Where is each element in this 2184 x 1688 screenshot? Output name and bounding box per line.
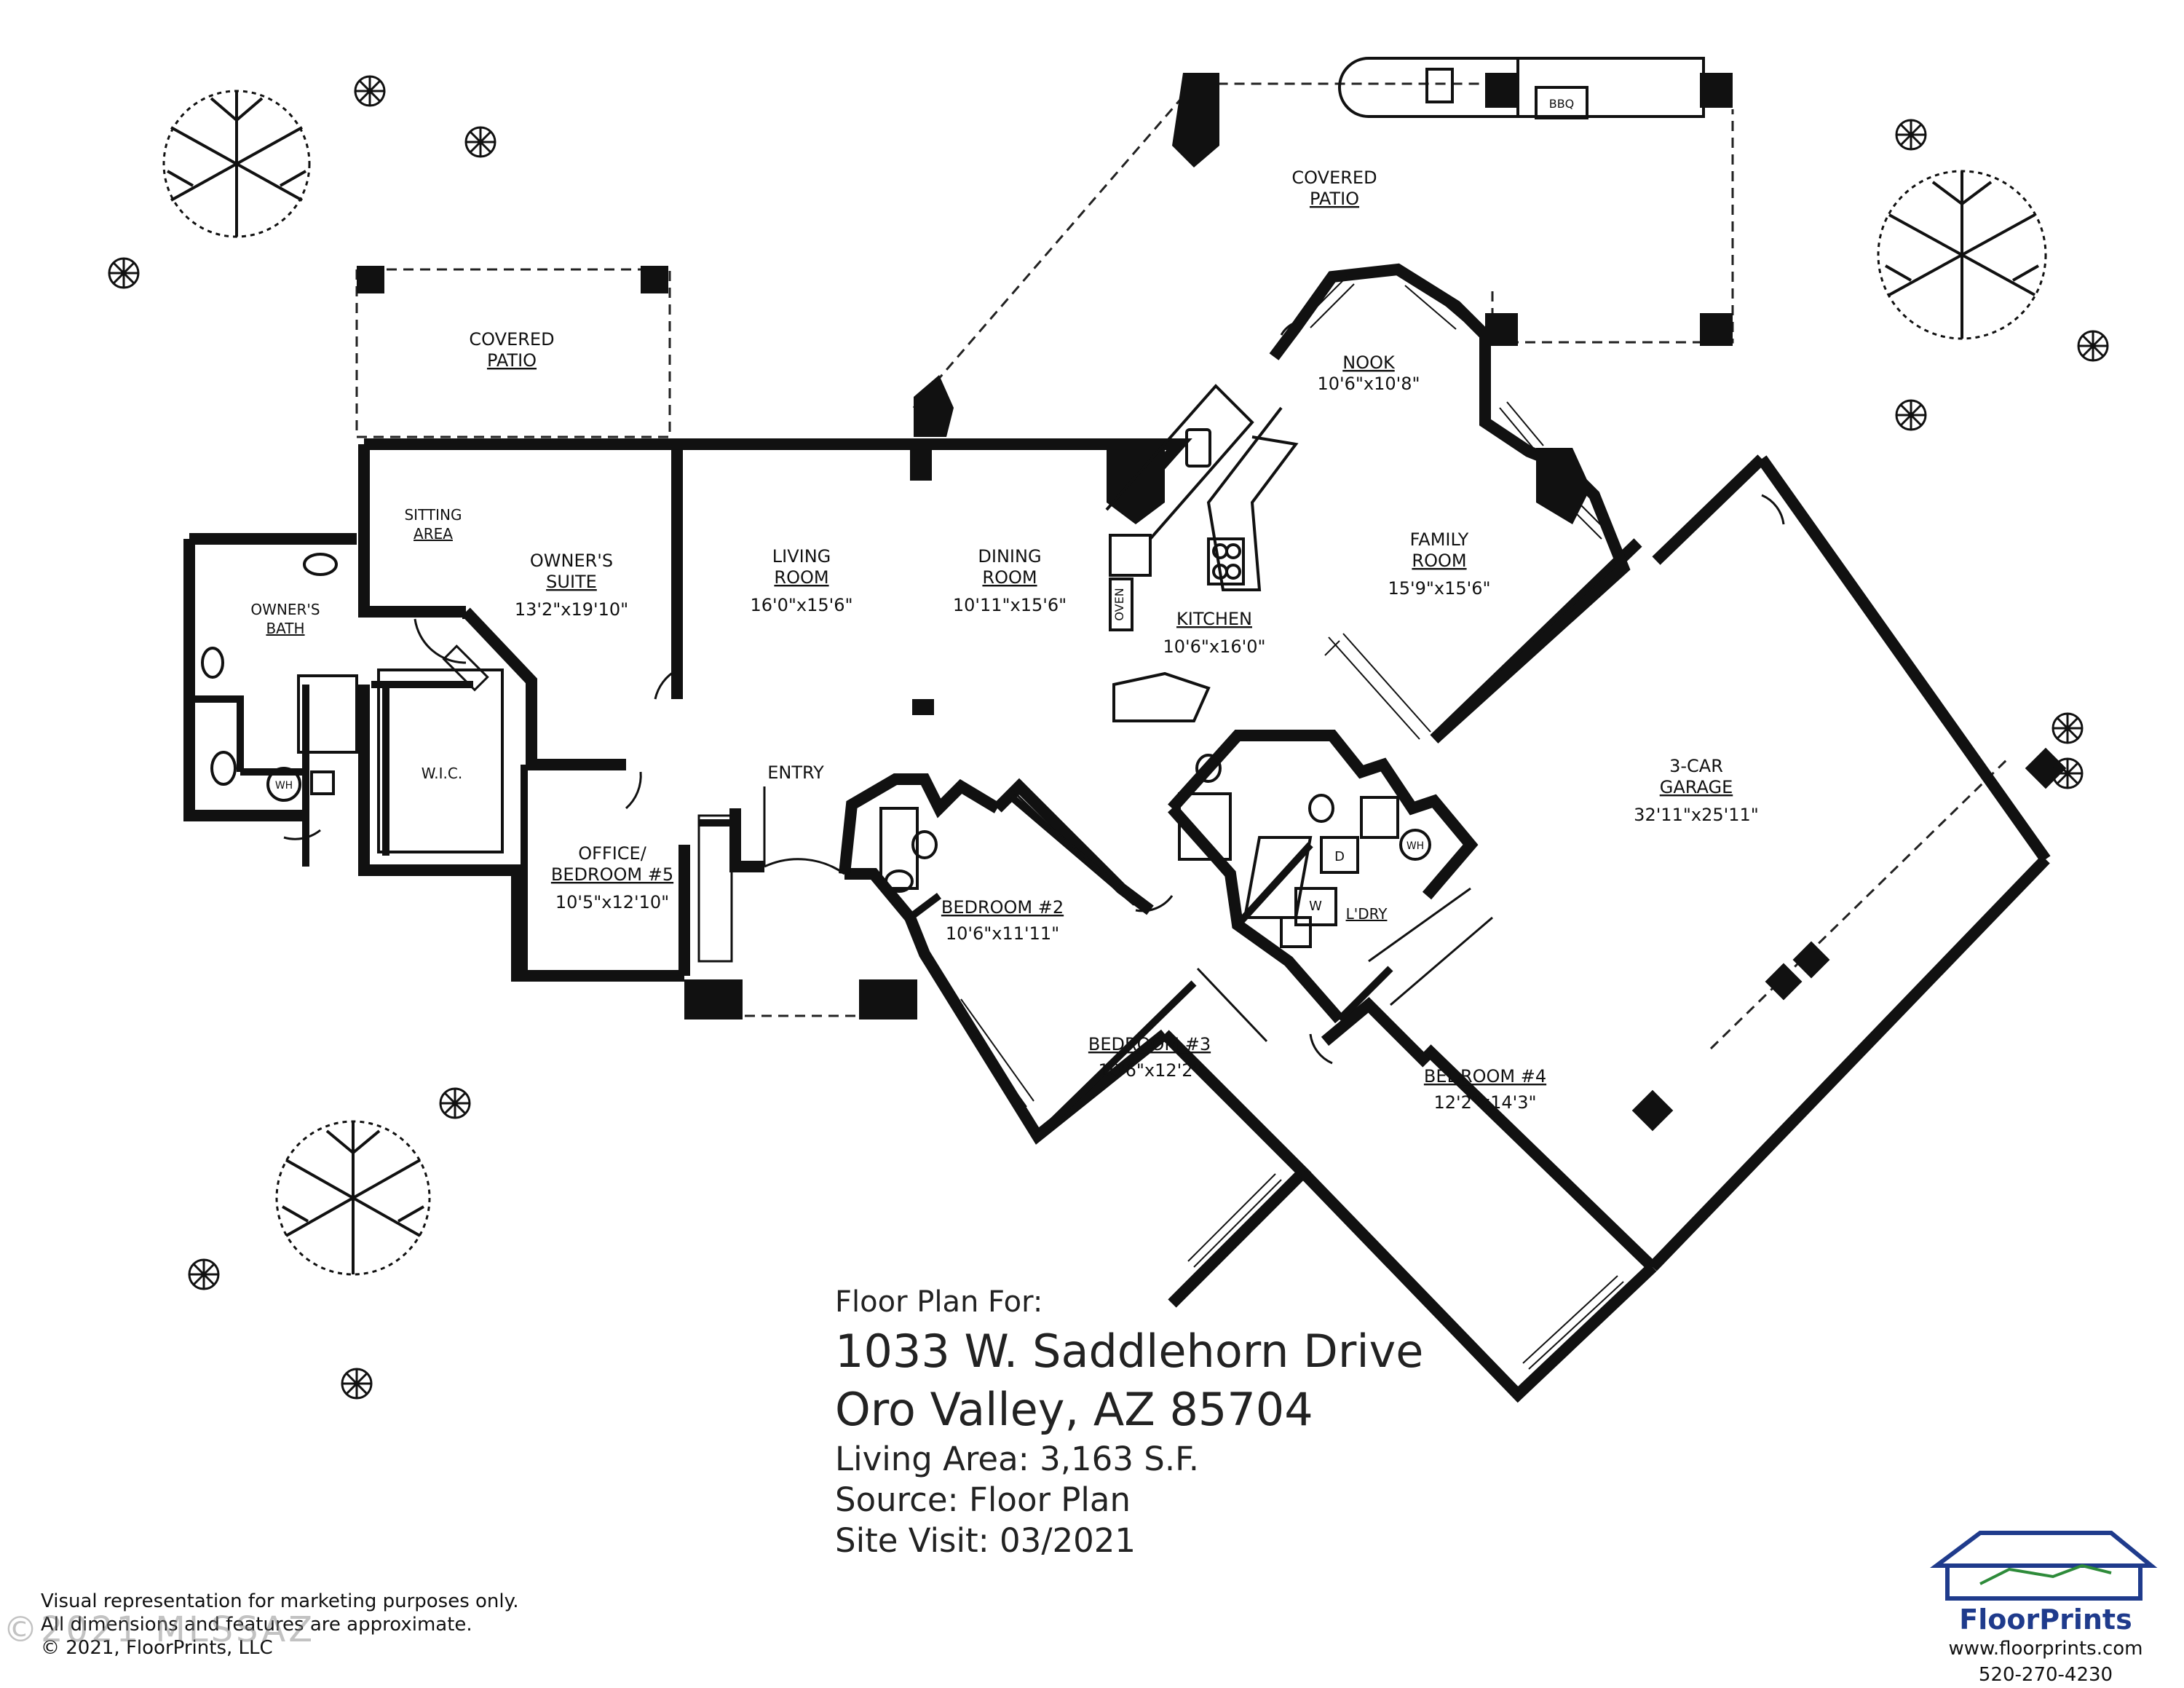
- shrub-icon: [1895, 399, 1927, 431]
- brand-website[interactable]: www.floorprints.com: [1948, 1638, 2143, 1660]
- bedroom4-dim: 12'2"x14'3": [1433, 1092, 1536, 1113]
- washer-label: W: [1309, 899, 1322, 914]
- columns: [357, 73, 2067, 1132]
- tree-icon: [162, 90, 311, 238]
- shrub-icon: [108, 257, 140, 289]
- living-area: Living Area: 3,163 S.F.: [835, 1440, 1200, 1478]
- brand-block: FloorPrints www.floorprints.com 520-270-…: [1929, 1542, 2162, 1688]
- watermark: ©2021 MLSSAZ: [3, 1609, 316, 1650]
- interior-walls: [189, 612, 1393, 1139]
- office-dim: 10'5"x12'10": [555, 892, 669, 912]
- patio-label-1: COVERED: [1291, 167, 1377, 188]
- shrub-icon: [354, 75, 386, 107]
- shrub-icon: [464, 126, 496, 158]
- shrub-icons: [108, 75, 2109, 1400]
- wh-label-1: WH: [275, 780, 293, 792]
- garage-label-1: 3-CAR: [1669, 756, 1723, 776]
- living-room-dim: 16'0"x15'6": [750, 595, 852, 615]
- bbq-label: BBQ: [1549, 97, 1575, 111]
- property-info: Floor Plan For: 1033 W. Saddlehorn Drive…: [835, 1282, 1423, 1561]
- bedroom3-dim: 10'6"x12'2": [1098, 1060, 1200, 1081]
- tree-icon: [275, 1120, 431, 1276]
- shrub-icon: [439, 1087, 471, 1119]
- windows: [186, 276, 1624, 1370]
- shrub-icon: [2077, 330, 2109, 362]
- owners-suite-label-1: OWNER'S: [530, 551, 613, 571]
- address-line-2: Oro Valley, AZ 85704: [835, 1383, 1313, 1436]
- exterior-walls: [183, 263, 2051, 1403]
- disclaimer-line-3: © 2021, FloorPrints, LLC: [41, 1637, 273, 1659]
- bbq-counter: [1338, 57, 1705, 119]
- garage-dim: 32'11"x25'11": [1634, 805, 1759, 825]
- garage-label-2: GARAGE: [1660, 777, 1733, 797]
- nook-dim: 10'6"x10'8": [1317, 374, 1420, 394]
- owners-bath-label-2: BATH: [266, 620, 304, 637]
- owners-suite-label-2: SUITE: [546, 572, 597, 592]
- patio-label-2: PATIO: [1310, 189, 1359, 209]
- bedroom2-dim: 10'6"x11'11": [946, 923, 1059, 944]
- disclaimer-line-1: Visual representation for marketing purp…: [41, 1590, 519, 1612]
- owners-bath-label-1: OWNER'S: [250, 601, 320, 618]
- sitting-label-2: AREA: [414, 525, 453, 543]
- dining-room-label-1: DINING: [978, 546, 1041, 567]
- info-header: Floor Plan For:: [835, 1285, 1043, 1319]
- kitchen-counters: [1105, 384, 1299, 722]
- kitchen-dim: 10'6"x16'0": [1163, 636, 1265, 657]
- nook-label: NOOK: [1342, 352, 1396, 373]
- room-labels: COVERED PATIO COVERED PATIO NOOK 10'6"x1…: [250, 97, 1758, 1113]
- doors: [283, 319, 1785, 1065]
- dining-room-dim: 10'11"x15'6": [953, 595, 1067, 615]
- patio-left-label-2: PATIO: [487, 350, 537, 371]
- tree-icons: [162, 90, 2047, 1276]
- family-room-label-2: ROOM: [1412, 551, 1466, 571]
- floorprints-logo: [1930, 1531, 2158, 1601]
- shrub-icon: [2052, 757, 2084, 789]
- shrub-icon: [1895, 119, 1927, 151]
- shrub-icon: [188, 1258, 220, 1290]
- closet-shelves: [377, 644, 1493, 1043]
- sitting-label-1: SITTING: [404, 506, 462, 524]
- kitchen-label: KITCHEN: [1176, 609, 1252, 629]
- laundry-label: L'DRY: [1346, 905, 1388, 923]
- family-room-label-1: FAMILY: [1410, 529, 1469, 550]
- office-label-1: OFFICE/: [578, 843, 647, 864]
- living-room-label-1: LIVING: [772, 546, 831, 567]
- dining-room-label-2: ROOM: [982, 567, 1037, 588]
- disclaimer: Visual representation for marketing purp…: [41, 1590, 519, 1660]
- address-line-1: 1033 W. Saddlehorn Drive: [835, 1325, 1424, 1378]
- oven-label: OVEN: [1112, 588, 1126, 620]
- wic-label: W.I.C.: [422, 765, 462, 782]
- source: Source: Floor Plan: [835, 1480, 1131, 1519]
- shrub-icon: [2052, 712, 2084, 744]
- brand-name: FloorPrints: [1959, 1604, 2132, 1636]
- site-visit: Site Visit: 03/2021: [835, 1521, 1136, 1560]
- wh-label-2: WH: [1406, 840, 1424, 852]
- patio-left-label-1: COVERED: [469, 329, 554, 350]
- living-room-label-2: ROOM: [774, 567, 828, 588]
- bedroom4-label: BEDROOM #4: [1424, 1066, 1546, 1086]
- brand-phone: 520-270-4230: [1978, 1664, 2113, 1686]
- family-room-dim: 15'9"x15'6": [1388, 578, 1490, 599]
- bedroom2-label: BEDROOM #2: [941, 897, 1064, 918]
- bedroom3-label: BEDROOM #3: [1088, 1034, 1211, 1054]
- disclaimer-line-2: All dimensions and features are approxim…: [41, 1614, 472, 1636]
- shrub-icon: [341, 1368, 373, 1400]
- office-label-2: BEDROOM #5: [551, 864, 673, 885]
- tree-icon: [1877, 170, 2047, 340]
- dryer-label: D: [1334, 849, 1345, 864]
- owners-suite-dim: 13'2"x19'10": [515, 599, 628, 620]
- entry-label: ENTRY: [767, 762, 824, 783]
